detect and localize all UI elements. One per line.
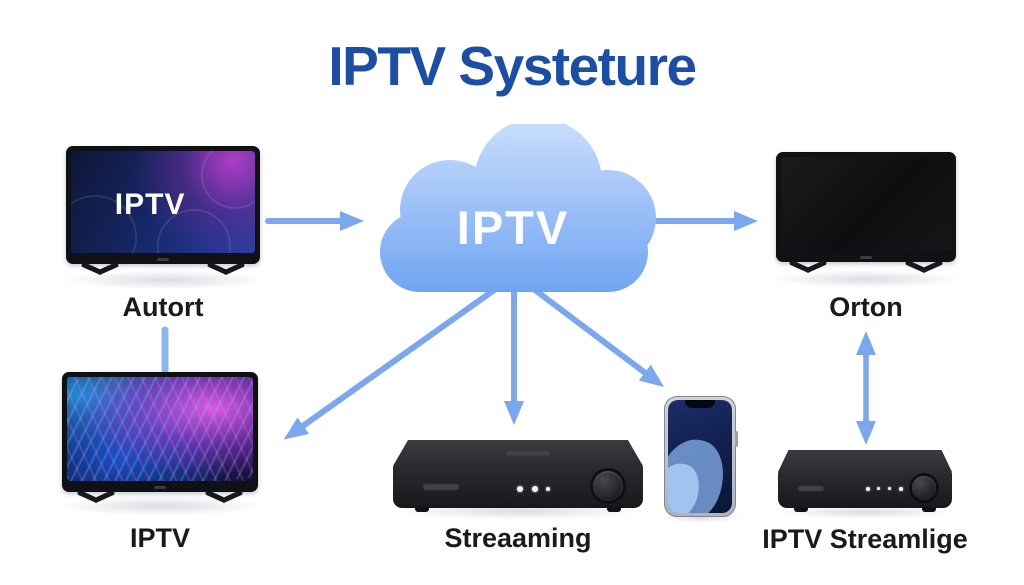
stb-front-panel [778,470,952,508]
arrow-cloud-to-tvbottomleft [283,285,500,440]
tv-top-left: IPTV [66,146,260,264]
caption-iptv-streamlige: IPTV Streamlige [762,524,968,554]
smartphone [664,396,738,517]
shadow [658,512,744,523]
tv-foot [790,259,826,275]
stb-top-surface [393,440,643,466]
page-title: IPTV Systeture [328,35,697,97]
stb-foot [794,507,808,512]
stb-knob [593,471,623,501]
tv-screen [781,157,951,251]
cloud-label: IPTV [456,201,570,254]
stb-foot [922,507,936,512]
stb-foot [415,507,429,512]
tv-foot [208,261,244,277]
tv-foot [906,259,942,275]
tv-frame [776,152,956,262]
caption-autort: Autort [122,292,204,322]
iptv-cloud: IPTV [368,118,658,296]
tv-frame [62,372,258,492]
stb-knob [912,476,936,500]
arrow-cloud-to-phone [528,284,664,388]
stb-top-surface [778,450,952,472]
stb-logo [423,484,459,490]
tv-foot [78,489,114,505]
caption-iptv-tv: IPTV [129,523,190,553]
cloud-icon [380,118,656,292]
stb-center [393,440,643,512]
tv-screen-label: IPTV [114,187,186,221]
caption-orton: Orton [829,292,903,322]
phone-side-button [735,431,738,447]
shadow [772,505,960,519]
caption-streaming: Streaaming [444,523,592,553]
tv-screen [67,377,253,481]
phone-screen [668,400,732,513]
tv-bottom-left [62,372,258,492]
stb-logo [798,486,824,491]
phone-notch [685,400,715,408]
tv-foot [206,489,242,505]
tv-screen: IPTV [71,151,255,253]
tv-foot [82,261,118,277]
tv-top-right [776,152,956,262]
tv-frame: IPTV [66,146,260,264]
stb-front-panel [393,464,643,508]
stb-foot [607,507,621,512]
stb-right [778,450,952,512]
